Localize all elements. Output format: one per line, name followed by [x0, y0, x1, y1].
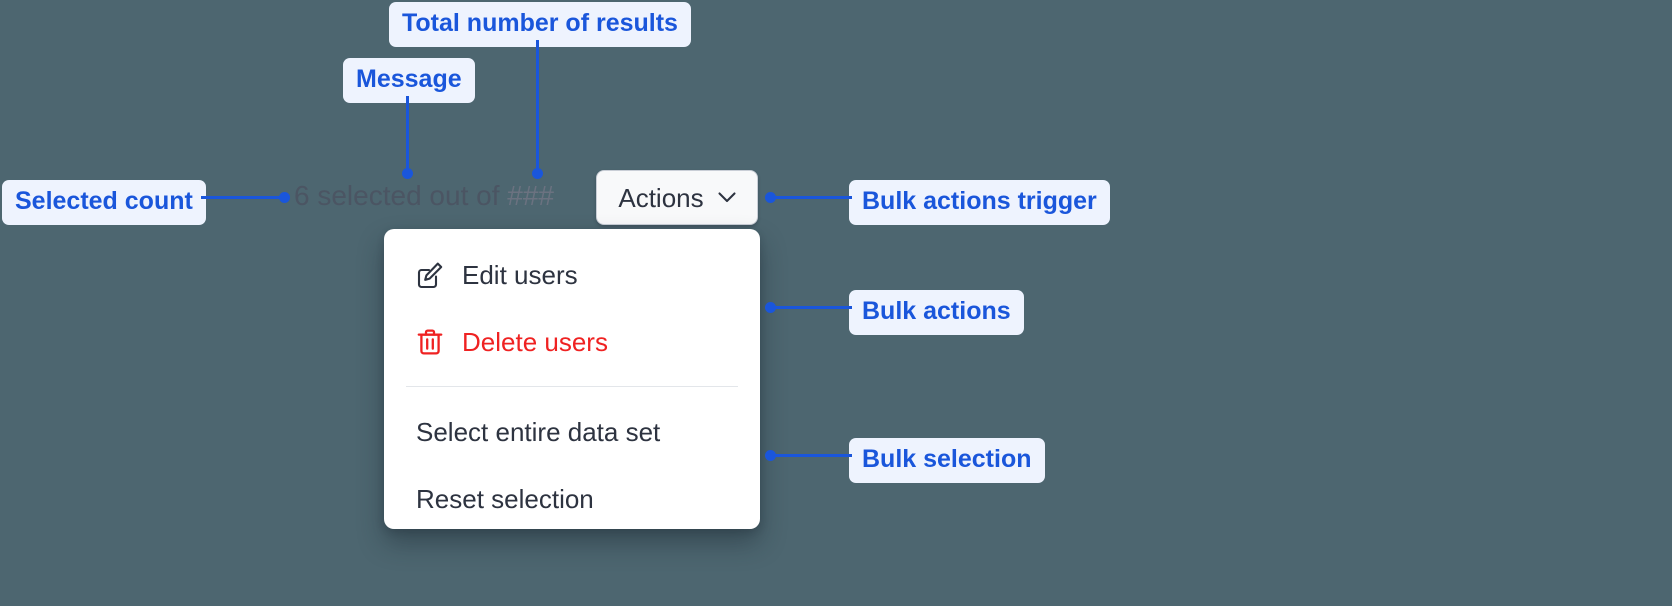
leader-dot-bulk-actions — [765, 302, 776, 313]
menu-item-edit-users[interactable]: Edit users — [384, 241, 760, 308]
total-results-text: ### — [507, 180, 554, 211]
leader-dot-total-results — [532, 168, 543, 179]
menu-item-delete-users[interactable]: Delete users — [384, 308, 760, 375]
selection-message-text: 6 selected out of — [294, 180, 500, 211]
leader-dot-selected-count — [279, 192, 290, 203]
annotation-selected-count: Selected count — [2, 180, 206, 225]
menu-item-label: Delete users — [462, 326, 608, 357]
leader-line-total-results — [536, 40, 539, 173]
annotation-bulk-actions-trigger: Bulk actions trigger — [849, 180, 1110, 225]
menu-item-label: Reset selection — [416, 483, 594, 514]
menu-item-select-entire-data-set[interactable]: Select entire data set — [384, 398, 760, 465]
menu-divider — [406, 386, 738, 387]
leader-line-bulk-trigger — [770, 196, 852, 199]
edit-icon — [416, 261, 444, 289]
menu-item-label: Edit users — [462, 259, 578, 290]
chevron-down-icon — [718, 192, 736, 203]
annotation-bulk-actions: Bulk actions — [849, 290, 1024, 335]
leader-line-message — [406, 96, 409, 173]
menu-item-label: Select entire data set — [416, 416, 661, 447]
leader-dot-bulk-trigger — [765, 192, 776, 203]
bulk-actions-trigger-button[interactable]: Actions — [596, 170, 758, 225]
annotation-total-number-of-results: Total number of results — [389, 2, 691, 47]
annotation-bulk-selection: Bulk selection — [849, 438, 1045, 483]
leader-dot-bulk-selection — [765, 450, 776, 461]
menu-item-reset-selection[interactable]: Reset selection — [384, 465, 760, 529]
actions-button-label: Actions — [618, 182, 704, 213]
leader-line-bulk-actions — [770, 306, 852, 309]
selected-count-message: 6 selected out of ### — [294, 178, 554, 214]
leader-dot-message — [402, 168, 413, 179]
bulk-actions-menu: Edit users Delete users Select entire da… — [384, 229, 760, 529]
leader-line-bulk-selection — [770, 454, 852, 457]
annotation-message: Message — [343, 58, 475, 103]
leader-line-selected-count — [201, 196, 286, 199]
trash-icon — [416, 328, 444, 356]
